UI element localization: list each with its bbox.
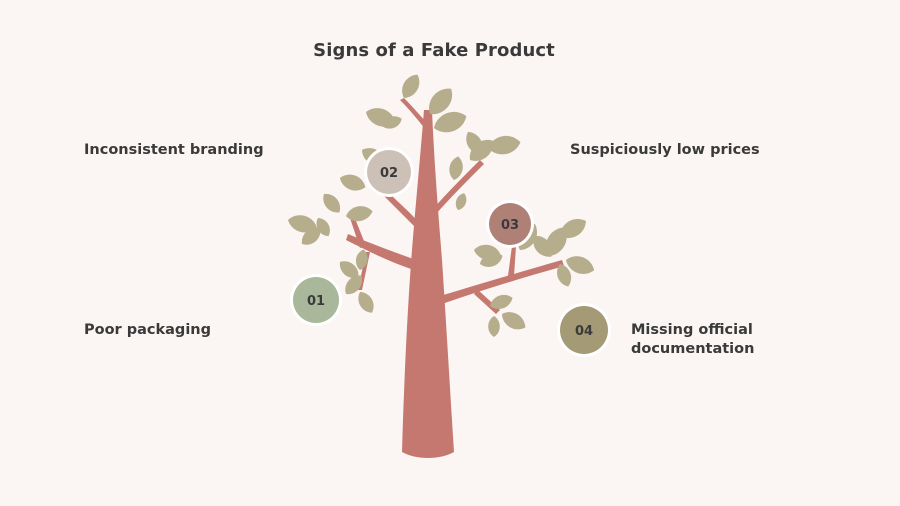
badge-02-number: 02 bbox=[380, 166, 398, 181]
diagram-title: Signs of a Fake Product bbox=[313, 40, 555, 61]
branch-right-upper bbox=[432, 160, 484, 214]
badge-01-circle bbox=[293, 277, 339, 323]
badge-01: 01 bbox=[290, 274, 342, 326]
branch-left-lower bbox=[346, 234, 416, 270]
badge-03-number: 03 bbox=[501, 218, 519, 233]
label-missing-official-documentation: Missing official documentation bbox=[631, 322, 755, 357]
badge-03-circle bbox=[489, 203, 531, 245]
badge-04-circle bbox=[560, 306, 608, 354]
badge-04-number: 04 bbox=[575, 324, 593, 339]
label-suspiciously-low-prices: Suspiciously low prices bbox=[570, 142, 760, 158]
badge-02-circle bbox=[367, 150, 411, 194]
badge-04: 04 bbox=[557, 303, 611, 357]
tree-trunk bbox=[402, 110, 454, 458]
label-poor-packaging: Poor packaging bbox=[84, 322, 211, 338]
branch-right-lower bbox=[440, 260, 564, 304]
badge-02: 02 bbox=[364, 147, 414, 197]
label-inconsistent-branding: Inconsistent branding bbox=[84, 142, 264, 158]
badge-03: 03 bbox=[486, 200, 534, 248]
badge-01-number: 01 bbox=[307, 294, 325, 309]
branch-left-upper bbox=[384, 192, 422, 232]
